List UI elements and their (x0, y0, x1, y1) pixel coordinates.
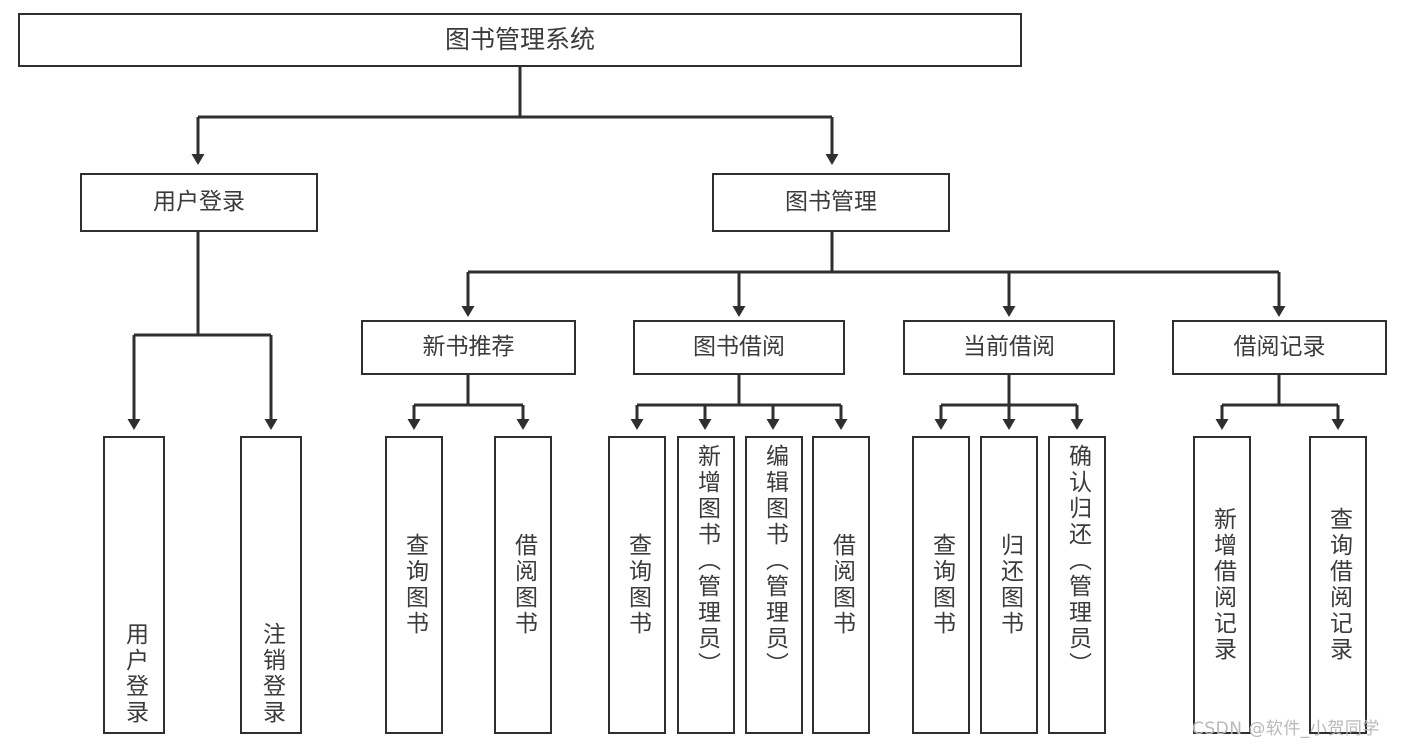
leaf-label: 新增图书（管理员） (693, 444, 720, 678)
node-label: 图书管理 (785, 188, 877, 215)
leaf-label: 用户登录 (121, 622, 148, 726)
leaf-label: 查询借阅记录 (1325, 507, 1352, 663)
leaf-current-query-book[interactable]: 查询图书 (912, 436, 970, 734)
node-label: 用户登录 (153, 188, 245, 215)
leaf-borrow-borrow-book[interactable]: 借阅图书 (812, 436, 870, 734)
leaf-record-query-record[interactable]: 查询借阅记录 (1309, 436, 1367, 734)
node-user-login[interactable]: 用户登录 (80, 173, 318, 232)
leaf-label: 查询图书 (624, 533, 651, 637)
leaf-label: 确认归还（管理员） (1064, 444, 1091, 678)
watermark: CSDN @软件_小贺同学 (1192, 719, 1380, 739)
leaf-label: 查询图书 (928, 533, 955, 637)
node-borrow-record[interactable]: 借阅记录 (1172, 320, 1387, 375)
leaf-label: 新增借阅记录 (1209, 507, 1236, 663)
node-label: 图书管理系统 (444, 25, 595, 54)
leaf-recommend-query-book[interactable]: 查询图书 (385, 436, 443, 734)
leaf-current-confirm-return-admin[interactable]: 确认归还（管理员） (1048, 436, 1106, 734)
node-new-book-recommend[interactable]: 新书推荐 (361, 320, 576, 375)
node-label: 新书推荐 (422, 333, 515, 360)
leaf-recommend-borrow-book[interactable]: 借阅图书 (494, 436, 552, 734)
node-label: 当前借阅 (963, 333, 1055, 360)
node-book-management[interactable]: 图书管理 (712, 173, 950, 232)
node-label: 图书借阅 (693, 333, 785, 360)
leaf-borrow-edit-book-admin[interactable]: 编辑图书（管理员） (745, 436, 803, 734)
leaf-user-login-logout[interactable]: 注销登录 (240, 436, 302, 734)
leaf-record-add-record[interactable]: 新增借阅记录 (1193, 436, 1251, 734)
leaf-borrow-query-book[interactable]: 查询图书 (608, 436, 666, 734)
node-book-borrow[interactable]: 图书借阅 (633, 320, 845, 375)
leaf-label: 查询图书 (401, 533, 428, 637)
leaf-user-login-login[interactable]: 用户登录 (103, 436, 165, 734)
leaf-borrow-add-book-admin[interactable]: 新增图书（管理员） (677, 436, 735, 734)
leaf-label: 借阅图书 (828, 533, 855, 637)
leaf-label: 注销登录 (258, 622, 285, 726)
leaf-label: 编辑图书（管理员） (761, 444, 788, 678)
node-root-system[interactable]: 图书管理系统 (18, 13, 1022, 67)
leaf-current-return-book[interactable]: 归还图书 (980, 436, 1038, 734)
leaf-label: 归还图书 (996, 533, 1023, 637)
leaf-label: 借阅图书 (510, 533, 537, 637)
node-label: 借阅记录 (1233, 333, 1326, 360)
node-current-borrow[interactable]: 当前借阅 (903, 320, 1115, 375)
